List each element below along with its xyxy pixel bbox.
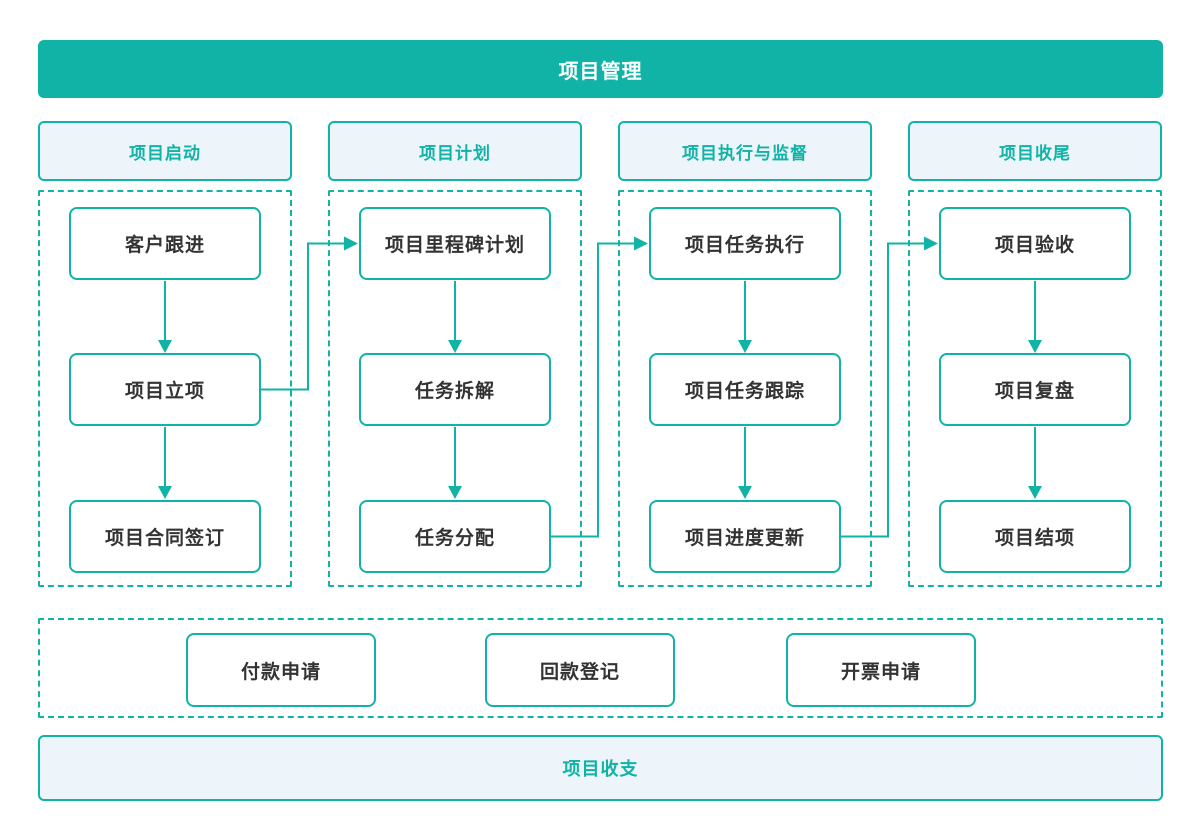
node-contract-signing: 项目合同签订: [69, 500, 261, 573]
node-progress-update: 项目进度更新: [649, 500, 841, 573]
title-banner-label: 项目管理: [558, 60, 643, 83]
node-customer-followup: 客户跟进: [69, 207, 261, 280]
node-project-approval-label: 项目立项: [124, 381, 205, 402]
node-contract-signing-label: 项目合同签订: [104, 528, 225, 549]
node-project-approval: 项目立项: [69, 353, 261, 426]
node-project-review-label: 项目复盘: [994, 381, 1075, 402]
node-task-execution: 项目任务执行: [649, 207, 841, 280]
column-header-execution-supervision-label: 项目执行与监督: [682, 143, 808, 163]
node-task-tracking-label: 项目任务跟踪: [684, 381, 805, 402]
node-task-tracking: 项目任务跟踪: [649, 353, 841, 426]
node-invoice-request-label: 开票申请: [840, 661, 921, 683]
node-task-breakdown-label: 任务拆解: [414, 381, 495, 402]
node-invoice-request: 开票申请: [786, 633, 976, 707]
node-project-closure: 项目结项: [939, 500, 1131, 573]
node-task-execution-label: 项目任务执行: [684, 235, 805, 256]
node-payment-request-label: 付款申请: [240, 661, 321, 683]
column-header-closing: 项目收尾: [908, 121, 1162, 181]
node-milestone-plan: 项目里程碑计划: [359, 207, 551, 280]
column-header-execution-supervision: 项目执行与监督: [618, 121, 872, 181]
column-header-initiation: 项目启动: [38, 121, 292, 181]
node-project-acceptance: 项目验收: [939, 207, 1131, 280]
column-header-initiation-label: 项目启动: [129, 143, 201, 163]
node-task-assignment: 任务分配: [359, 500, 551, 573]
node-project-review: 项目复盘: [939, 353, 1131, 426]
node-receipt-registration: 回款登记: [485, 633, 675, 707]
column-header-closing-label: 项目收尾: [999, 143, 1071, 163]
node-project-acceptance-label: 项目验收: [994, 235, 1075, 256]
node-milestone-plan-label: 项目里程碑计划: [384, 235, 525, 256]
node-project-closure-label: 项目结项: [994, 528, 1075, 549]
column-header-planning: 项目计划: [328, 121, 582, 181]
node-receipt-registration-label: 回款登记: [539, 661, 620, 683]
footer-banner: 项目收支: [38, 735, 1163, 801]
node-customer-followup-label: 客户跟进: [124, 235, 205, 256]
title-banner: 项目管理: [38, 40, 1163, 98]
node-task-assignment-label: 任务分配: [414, 528, 495, 549]
node-payment-request: 付款申请: [186, 633, 376, 707]
finance-group: [38, 618, 1163, 718]
node-task-breakdown: 任务拆解: [359, 353, 551, 426]
footer-banner-label: 项目收支: [562, 759, 639, 779]
column-header-planning-label: 项目计划: [419, 143, 491, 163]
node-progress-update-label: 项目进度更新: [684, 528, 805, 549]
